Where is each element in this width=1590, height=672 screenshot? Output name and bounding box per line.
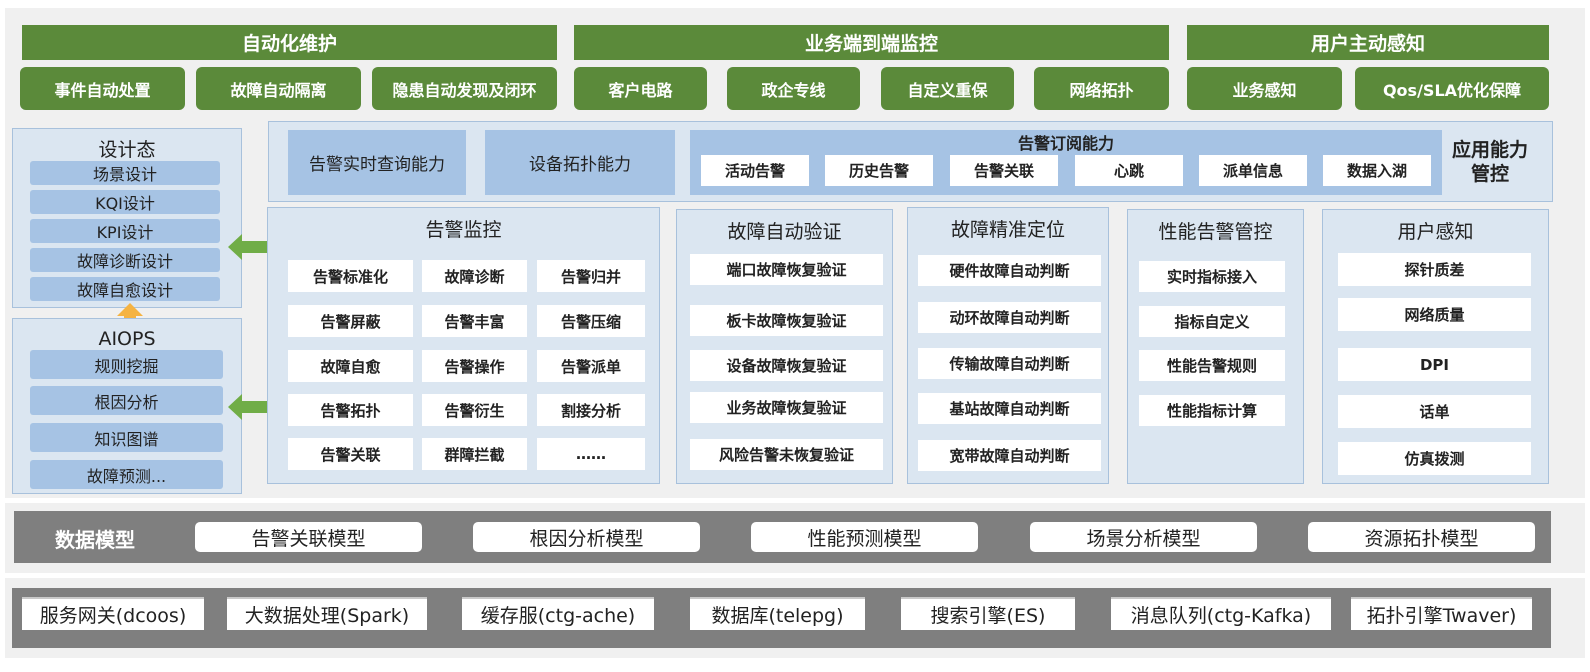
- btn-net-topology[interactable]: 网络拓扑: [1034, 67, 1169, 110]
- monitor-item-selfheal[interactable]: 故障自愈: [288, 350, 413, 382]
- perf-item-realtime[interactable]: 实时指标接入: [1139, 261, 1285, 292]
- btn-custom-guard[interactable]: 自定义重保: [881, 67, 1014, 110]
- design-title: 设计态: [98, 138, 156, 161]
- aiops-item-kg[interactable]: 知识图谱: [30, 423, 223, 452]
- design-item-kpi[interactable]: KPI设计: [30, 219, 220, 243]
- infra-topology-engine[interactable]: 拓扑引擎Twaver): [1351, 597, 1532, 630]
- aiops-item-predict[interactable]: 故障预测...: [30, 460, 223, 489]
- monitor-item-diagnosis[interactable]: 故障诊断: [422, 260, 527, 292]
- subscribe-item-datalake[interactable]: 数据入湖: [1323, 155, 1431, 186]
- design-item-scene[interactable]: 场景设计: [30, 161, 220, 185]
- monitor-item-group-intercept[interactable]: 群障拦截: [422, 438, 527, 470]
- monitor-item-topology[interactable]: 告警拓扑: [288, 394, 413, 426]
- subscribe-item-history[interactable]: 历史告警: [825, 155, 933, 186]
- perf-item-calc[interactable]: 性能指标计算: [1139, 395, 1285, 426]
- model-scene-analysis[interactable]: 场景分析模型: [1030, 522, 1257, 552]
- device-topology-capability[interactable]: 设备拓扑能力: [485, 130, 675, 195]
- locate-panel: [907, 207, 1109, 484]
- monitor-panel: [267, 207, 660, 484]
- locate-item-hardware[interactable]: 硬件故障自动判断: [918, 255, 1101, 286]
- capability-title: 应用能力管控: [1452, 139, 1529, 185]
- aiops-item-rule[interactable]: 规则挖掘: [30, 350, 223, 379]
- btn-event-auto[interactable]: 事件自动处置: [20, 67, 185, 110]
- monitor-item-merge[interactable]: 告警归并: [537, 260, 645, 292]
- btn-enterprise-line[interactable]: 政企专线: [727, 67, 860, 110]
- model-alarm-correlation[interactable]: 告警关联模型: [195, 522, 422, 552]
- subscribe-item-active[interactable]: 活动告警: [701, 155, 809, 186]
- btn-biz-perception[interactable]: 业务感知: [1187, 67, 1342, 110]
- monitor-item-correlation[interactable]: 告警关联: [288, 438, 413, 470]
- verify-item-risk[interactable]: 风险告警未恢复验证: [690, 439, 883, 470]
- monitor-item-operate[interactable]: 告警操作: [422, 350, 527, 382]
- locate-title: 故障精准定位: [950, 218, 1065, 241]
- perf-panel: [1127, 209, 1304, 484]
- user-item-dialtest[interactable]: 仿真拨测: [1338, 442, 1531, 475]
- subscribe-item-heartbeat[interactable]: 心跳: [1075, 155, 1183, 186]
- verify-item-board[interactable]: 板卡故障恢复验证: [690, 305, 883, 336]
- user-item-dpi[interactable]: DPI: [1338, 348, 1531, 381]
- btn-customer-circuit[interactable]: 客户电路: [574, 67, 707, 110]
- perf-item-rule[interactable]: 性能告警规则: [1139, 350, 1285, 381]
- infra-kafka[interactable]: 消息队列(ctg-Kafka): [1111, 597, 1331, 630]
- user-item-probe[interactable]: 探针质差: [1338, 253, 1531, 286]
- model-perf-predict[interactable]: 性能预测模型: [751, 522, 978, 552]
- model-root-cause[interactable]: 根因分析模型: [473, 522, 700, 552]
- perf-title: 性能告警管控: [1158, 220, 1273, 243]
- btn-fault-isolate[interactable]: 故障自动隔离: [196, 67, 361, 110]
- locate-item-transmission[interactable]: 传输故障自动判断: [918, 348, 1101, 379]
- infra-gateway[interactable]: 服务网关(dcoos): [22, 597, 204, 630]
- btn-qos-sla[interactable]: Qos/SLA优化保障: [1355, 67, 1549, 110]
- monitor-item-compress[interactable]: 告警压缩: [537, 305, 645, 337]
- monitor-item-derive[interactable]: 告警衍生: [422, 394, 527, 426]
- design-item-selfheal[interactable]: 故障自愈设计: [30, 277, 220, 301]
- verify-item-service[interactable]: 业务故障恢复验证: [690, 392, 883, 423]
- group-head-user: 用户主动感知: [1187, 25, 1549, 60]
- monitor-item-more[interactable]: ……: [537, 438, 645, 470]
- model-resource-topology[interactable]: 资源拓扑模型: [1308, 522, 1535, 552]
- user-title: 用户感知: [1397, 220, 1474, 243]
- monitor-item-enrich[interactable]: 告警丰富: [422, 305, 527, 337]
- monitor-item-dispatch[interactable]: 告警派单: [537, 350, 645, 382]
- monitor-title: 告警监控: [425, 218, 502, 241]
- btn-hazard-loop[interactable]: 隐患自动发现及闭环: [372, 67, 557, 110]
- alarm-query-capability[interactable]: 告警实时查询能力: [288, 130, 466, 195]
- user-item-cdr[interactable]: 话单: [1338, 395, 1531, 428]
- alarm-subscribe-capability: [690, 130, 1442, 195]
- design-item-diagnosis[interactable]: 故障诊断设计: [30, 248, 220, 272]
- subscribe-item-dispatch[interactable]: 派单信息: [1199, 155, 1307, 186]
- monitor-item-cutover[interactable]: 割接分析: [537, 394, 645, 426]
- locate-item-power[interactable]: 动环故障自动判断: [918, 302, 1101, 333]
- alarm-subscribe-title: 告警订阅能力: [1017, 134, 1114, 153]
- monitor-item-mask[interactable]: 告警屏蔽: [288, 305, 413, 337]
- data-model-title: 数据模型: [55, 527, 135, 552]
- up-arrow-icon: [117, 303, 143, 330]
- aiops-title: AIOPS: [98, 328, 156, 350]
- group-head-e2e: 业务端到端监控: [574, 25, 1169, 60]
- infra-database[interactable]: 数据库(telepg): [690, 597, 865, 630]
- infra-cache[interactable]: 缓存服(ctg-ache): [462, 597, 654, 630]
- group-head-automation: 自动化维护: [22, 25, 557, 60]
- monitor-item-standardize[interactable]: 告警标准化: [288, 260, 413, 292]
- infra-search[interactable]: 搜索引擎(ES): [901, 597, 1075, 630]
- locate-item-basestation[interactable]: 基站故障自动判断: [918, 393, 1101, 424]
- perf-item-custom[interactable]: 指标自定义: [1139, 306, 1285, 337]
- verify-title: 故障自动验证: [727, 220, 842, 243]
- verify-item-port[interactable]: 端口故障恢复验证: [690, 254, 883, 285]
- user-item-network[interactable]: 网络质量: [1338, 298, 1531, 331]
- aiops-item-rootcause[interactable]: 根因分析: [30, 386, 223, 415]
- subscribe-item-correlation[interactable]: 告警关联: [950, 155, 1058, 186]
- locate-item-broadband[interactable]: 宽带故障自动判断: [918, 440, 1101, 471]
- infra-spark[interactable]: 大数据处理(Spark): [227, 597, 427, 630]
- verify-item-device[interactable]: 设备故障恢复验证: [690, 350, 883, 381]
- design-item-kqi[interactable]: KQI设计: [30, 190, 220, 214]
